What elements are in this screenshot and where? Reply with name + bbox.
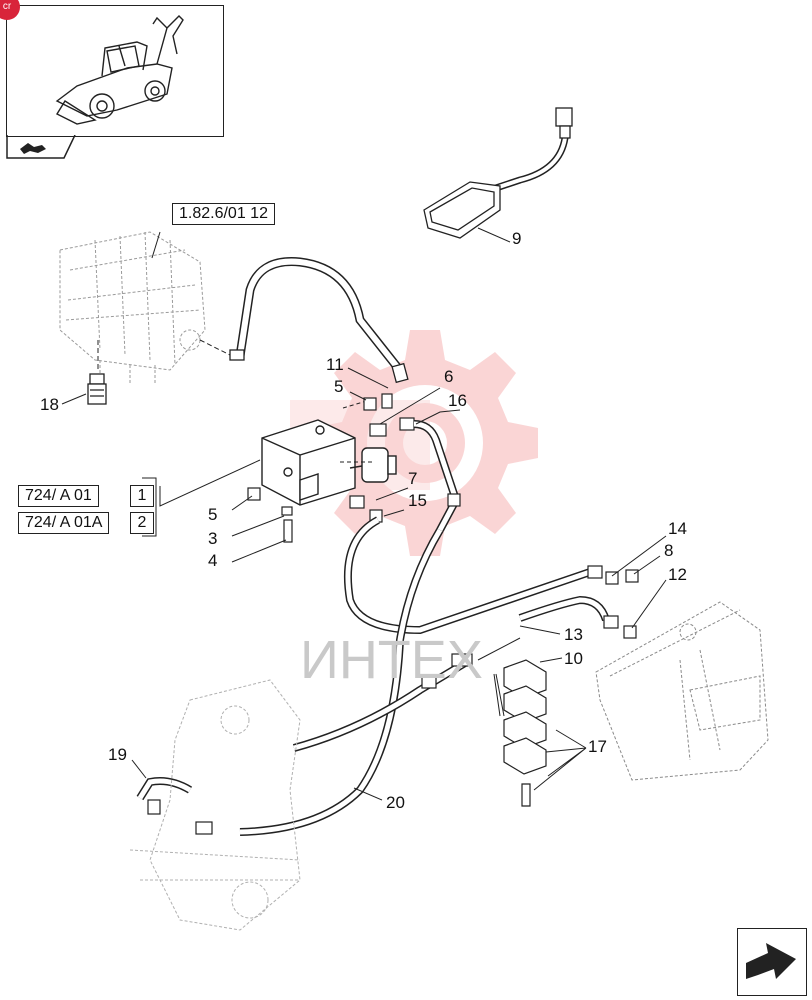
ref-top[interactable]: 1.82.6/01 12 bbox=[172, 203, 275, 225]
view-tab[interactable] bbox=[6, 134, 76, 159]
hose-long bbox=[136, 516, 610, 836]
fitting-14 bbox=[605, 571, 619, 585]
valve-block bbox=[261, 419, 397, 506]
ref-724-a01[interactable]: 724/ A 01 bbox=[18, 485, 99, 507]
callout-19: 19 bbox=[108, 745, 127, 764]
ref-index-1: 1 bbox=[130, 485, 154, 507]
callout-6: 6 bbox=[444, 367, 454, 386]
fitting-16 bbox=[399, 417, 415, 431]
backhoe-loader-icon bbox=[55, 15, 184, 125]
callout-7: 7 bbox=[408, 469, 418, 488]
callout-13: 13 bbox=[564, 625, 583, 644]
foot-pedal bbox=[423, 107, 573, 239]
control-valve-ghost bbox=[59, 231, 206, 385]
callout-15: 15 bbox=[408, 491, 427, 510]
watermark-text: ИНТЕХ bbox=[300, 630, 483, 690]
fitting-13 bbox=[451, 653, 473, 667]
ref-index-2: 2 bbox=[130, 512, 154, 534]
callout-8: 8 bbox=[664, 541, 674, 560]
arrow-right-icon bbox=[746, 943, 796, 979]
callout-18: 18 bbox=[40, 395, 59, 414]
callout-11: 11 bbox=[326, 355, 344, 374]
callout-3: 3 bbox=[208, 529, 218, 548]
tank-ghost bbox=[595, 601, 769, 781]
callout-14: 14 bbox=[668, 519, 687, 538]
fitting-8 bbox=[625, 569, 639, 583]
callout-20: 20 bbox=[386, 793, 405, 812]
hose-upper bbox=[229, 257, 409, 384]
fitting-12 bbox=[623, 625, 637, 639]
callout-4: 4 bbox=[208, 551, 218, 570]
book-icon bbox=[20, 143, 46, 154]
leader-lines bbox=[131, 367, 667, 801]
callout-10: 10 bbox=[564, 649, 583, 668]
corner-badge: cr bbox=[0, 0, 20, 20]
fitting-6 bbox=[369, 423, 387, 437]
callout-17: 17 bbox=[588, 737, 607, 756]
callout-5b: 5 bbox=[208, 505, 218, 524]
callout-5a: 5 bbox=[334, 377, 344, 396]
bolt-4 bbox=[283, 519, 293, 543]
ref-724-a01a[interactable]: 724/ A 01A bbox=[18, 512, 110, 534]
washer-3 bbox=[281, 506, 293, 516]
fitting-5b bbox=[247, 487, 261, 501]
callout-9: 9 bbox=[512, 229, 522, 248]
callout-16: 16 bbox=[448, 391, 467, 410]
fitting-5a bbox=[363, 397, 377, 411]
callout-12: 12 bbox=[668, 565, 687, 584]
fitting-7 bbox=[349, 495, 365, 509]
machine-thumbnail bbox=[6, 5, 224, 137]
clamp-stack bbox=[503, 659, 547, 807]
plug-18 bbox=[87, 373, 107, 405]
next-page-button[interactable] bbox=[737, 928, 807, 996]
boom-ghost bbox=[129, 679, 301, 931]
